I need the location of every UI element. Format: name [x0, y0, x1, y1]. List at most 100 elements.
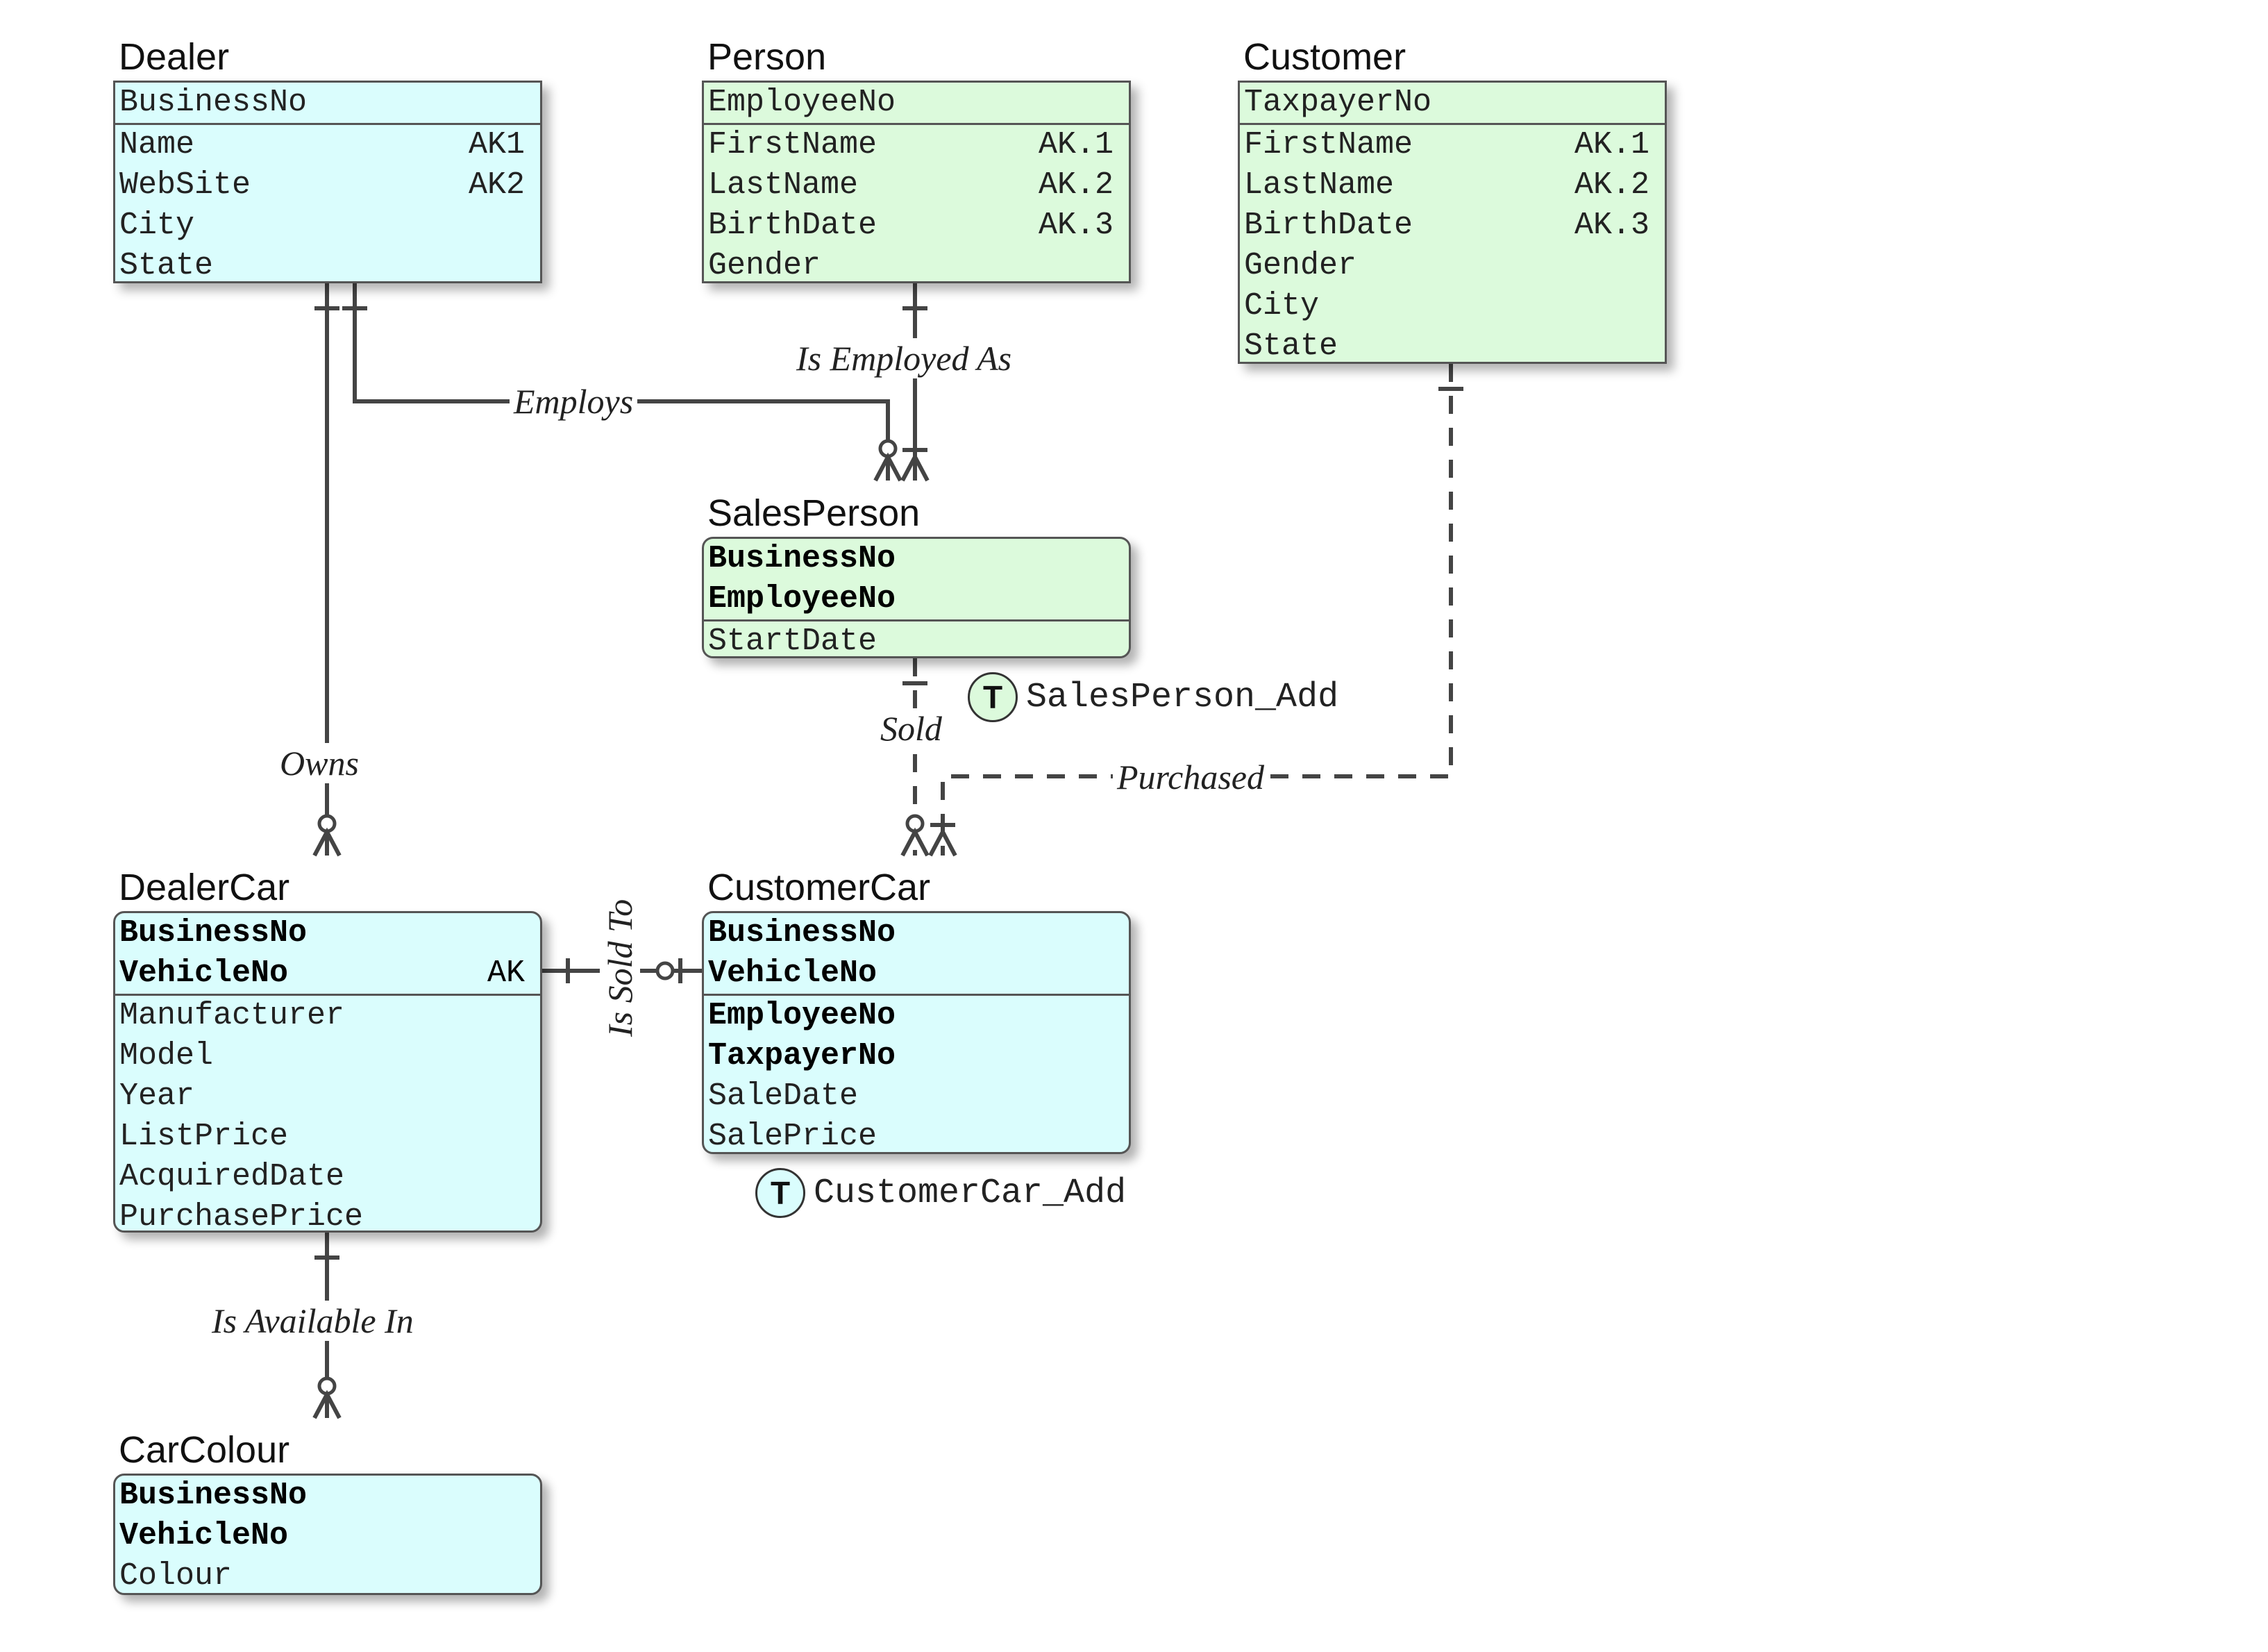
ak-marker: AK2 — [468, 167, 525, 203]
ak-marker: AK — [487, 956, 525, 991]
attribute-row: City — [1244, 288, 1320, 324]
attribute-row: BusinessNo — [708, 541, 896, 576]
is-employed-as-crowfoot — [900, 452, 930, 482]
entity-title: Person — [707, 36, 827, 78]
is-sold-to-zero-circle — [655, 961, 675, 981]
ak-marker: AK.2 — [1574, 167, 1649, 203]
attribute-row: Gender — [708, 248, 821, 283]
trigger-customercar-add: T CustomerCar_Add — [755, 1168, 1126, 1218]
rel-owns-label: Owns — [276, 743, 363, 783]
ak-marker: AK.1 — [1038, 127, 1114, 162]
entity-title: DealerCar — [119, 867, 290, 908]
attribute-row: SalePrice — [708, 1119, 877, 1154]
entity-box: BusinessNo VehicleNo Colour — [113, 1474, 542, 1595]
ak-marker: AK1 — [468, 127, 525, 162]
entity-box: BusinessNo EmployeeNo StartDate — [702, 537, 1131, 658]
entity-box: BusinessNo VehicleNo EmployeeNo Taxpayer… — [702, 911, 1131, 1154]
entity-customercar[interactable]: CustomerCar BusinessNo VehicleNo Employe… — [702, 867, 1131, 1154]
attribute-row: PurchasePrice — [119, 1199, 364, 1233]
owns-crowfoot — [312, 827, 342, 857]
attribute-row: BusinessNo — [119, 915, 308, 951]
ak-marker: AK.1 — [1574, 127, 1649, 162]
attribute-row: BusinessNo — [119, 1478, 308, 1513]
attribute-row: EmployeeNo — [708, 998, 896, 1033]
trigger-salesperson-add: T SalesPerson_Add — [968, 672, 1338, 722]
key-section: BusinessNo EmployeeNo — [704, 539, 1129, 619]
attribute-row: BusinessNo — [119, 85, 308, 120]
trigger-label: SalesPerson_Add — [1026, 677, 1339, 717]
trigger-badge: T — [968, 672, 1018, 722]
employs-crowfoot — [873, 452, 902, 482]
rel-is-available-in-label: Is Available In — [208, 1301, 418, 1341]
ak-marker: AK.3 — [1038, 208, 1114, 243]
key-section: BusinessNo VehicleNo — [704, 913, 1129, 994]
attribute-row: VehicleNo — [708, 956, 877, 991]
attribute-section: Manufacturer Model Year ListPrice Acquir… — [115, 994, 540, 1233]
attribute-row: EmployeeNo — [708, 85, 896, 120]
attribute-row: SaleDate — [708, 1078, 859, 1114]
key-section: BusinessNo VehicleNo — [115, 1476, 540, 1556]
entity-title: SalesPerson — [707, 492, 921, 534]
entity-salesperson[interactable]: SalesPerson BusinessNo EmployeeNo StartD… — [702, 492, 1131, 658]
attribute-row: ListPrice — [119, 1119, 289, 1154]
attribute-row: TaxpayerNo — [708, 1038, 896, 1074]
attribute-section: Colour — [115, 1556, 540, 1594]
entity-carcolour[interactable]: CarColour BusinessNo VehicleNo Colour — [113, 1429, 542, 1595]
attribute-row: TaxpayerNo — [1244, 85, 1432, 120]
sold-crowfoot — [900, 827, 930, 857]
attribute-row: VehicleNo — [119, 1518, 289, 1553]
entity-title: Customer — [1243, 36, 1406, 78]
purchased-crowfoot — [928, 827, 957, 857]
attribute-section: EmployeeNo TaxpayerNo SaleDate SalePrice — [704, 994, 1129, 1154]
attribute-row: AcquiredDate — [119, 1159, 345, 1194]
attribute-row: Gender — [1244, 248, 1357, 283]
attribute-row: Year — [119, 1078, 195, 1114]
attribute-row: State — [119, 248, 214, 283]
attribute-row: EmployeeNo — [708, 581, 896, 617]
attribute-row: BusinessNo — [708, 915, 896, 951]
rel-purchased-label: Purchased — [1113, 757, 1268, 797]
ak-marker: AK.3 — [1574, 208, 1649, 243]
key-section: BusinessNo — [115, 83, 540, 123]
entity-title: CustomerCar — [707, 867, 931, 908]
rel-is-employed-as-label: Is Employed As — [792, 338, 1016, 378]
attribute-section: StartDate — [704, 619, 1129, 658]
ak-marker: AK.2 — [1038, 167, 1114, 203]
rel-sold-label: Sold — [876, 708, 946, 749]
purchased-line — [941, 364, 1453, 856]
trigger-label: CustomerCar_Add — [814, 1173, 1127, 1213]
attribute-row: Manufacturer — [119, 998, 345, 1033]
attribute-row: StartDate — [708, 624, 877, 658]
attribute-row: Model — [119, 1038, 214, 1074]
trigger-badge: T — [755, 1168, 805, 1218]
rel-is-sold-to-label: Is Sold To — [600, 899, 640, 1041]
attribute-row: State — [1244, 328, 1338, 364]
key-section: TaxpayerNo — [1240, 83, 1665, 123]
is-available-in-crowfoot — [312, 1390, 342, 1419]
attribute-row: City — [119, 208, 195, 243]
entity-title: CarColour — [119, 1429, 290, 1471]
entity-title: Dealer — [119, 36, 230, 78]
rel-employs-label: Employs — [510, 381, 638, 422]
attribute-row: Colour — [119, 1558, 233, 1594]
